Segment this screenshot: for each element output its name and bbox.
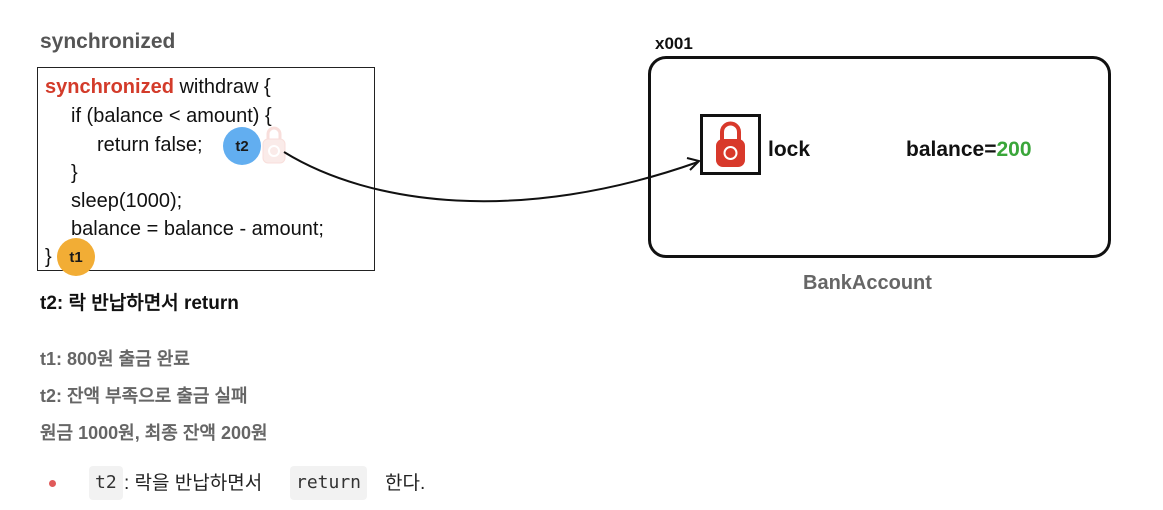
code-line-5: sleep(1000); [71, 190, 183, 212]
code-line-3: return false; [97, 134, 203, 156]
object-box [648, 56, 1111, 258]
balance-field: balance=200 [906, 138, 1032, 162]
lock-box [700, 114, 761, 175]
info-line-2: t2: 잔액 부족으로 출금 실패 [40, 386, 248, 406]
inline-code-t2: t2 [89, 466, 123, 500]
bullet-dot [49, 480, 56, 487]
note-text-1: : 락을 반납하면서 [124, 473, 263, 494]
lock-label: lock [768, 138, 811, 161]
note-text-2: 한다. [385, 473, 426, 494]
code-text: withdraw { [173, 76, 271, 98]
arrow-head [686, 157, 701, 171]
code-line-1: synchronized withdraw { [45, 76, 271, 99]
inline-code-return: return [290, 466, 368, 500]
info-line-1: t1: 800원 출금 완료 [40, 349, 190, 369]
object-address: x001 [655, 34, 693, 53]
faded-lock-icon [262, 126, 286, 164]
caption: t2: 락 반납하면서 return [40, 293, 239, 314]
balance-value: 200 [996, 138, 1032, 161]
object-name: BankAccount [803, 272, 932, 294]
code-line-4: } [71, 162, 78, 184]
code-line-7: } [45, 246, 52, 268]
code-block: synchronized withdraw { if (balance < am… [37, 67, 375, 271]
code-line-6: balance = balance - amount; [71, 218, 324, 240]
thread-t2-badge: t2 [223, 127, 261, 165]
balance-label: balance= [906, 138, 997, 161]
arrow-connector [283, 151, 699, 203]
section-title: synchronized [40, 30, 176, 53]
thread-t1-badge: t1 [57, 238, 95, 276]
code-keyword: synchronized [45, 76, 174, 98]
code-line-2: if (balance < amount) { [71, 105, 272, 127]
info-line-3: 원금 1000원, 최종 잔액 200원 [40, 423, 268, 443]
lock-icon [716, 121, 745, 167]
